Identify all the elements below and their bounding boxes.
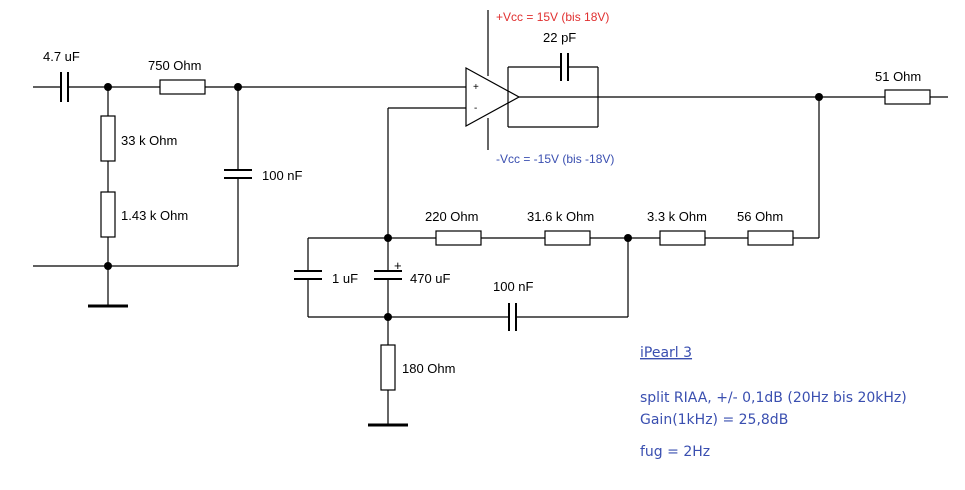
notes: iPearl 3 split RIAA, +/- 0,1dB (20Hz bis…	[640, 345, 907, 460]
label-c-22p: 22 pF	[543, 30, 576, 45]
resistor-220	[435, 230, 482, 246]
polarity-mark: +	[394, 258, 402, 273]
resistor-180	[380, 344, 396, 391]
capacitor-22p	[560, 53, 569, 81]
capacitor-input	[60, 72, 69, 102]
node	[624, 234, 632, 242]
label-c-470u: 470 uF	[410, 271, 451, 286]
resistor-3k3	[659, 230, 706, 246]
label-c-100n-input: 100 nF	[262, 168, 303, 183]
resistor-shunt-143k	[100, 191, 116, 238]
node	[234, 83, 242, 91]
resistor-shunt-33k	[100, 115, 116, 162]
label-vcc-neg: -Vcc = -15V (bis -18V)	[496, 152, 614, 166]
resistor-series	[159, 79, 206, 95]
label-vcc-pos: +Vcc = 15V (bis 18V)	[496, 10, 609, 24]
node	[104, 262, 112, 270]
label-c-1u: 1 uF	[332, 271, 358, 286]
opamp-plus-label: +	[473, 82, 479, 93]
resistor-output-51	[884, 89, 931, 105]
capacitor-100n-input	[224, 169, 252, 179]
label-r-180: 180 Ohm	[402, 361, 455, 376]
resistor-56	[747, 230, 794, 246]
notes-line-2: Gain(1kHz) = 25,8dB	[640, 412, 788, 428]
label-c-100n-feedback: 100 nF	[493, 279, 534, 294]
label-r-series: 750 Ohm	[148, 58, 201, 73]
opamp-minus-label: -	[474, 103, 477, 114]
notes-line-3: fug = 2Hz	[640, 444, 710, 460]
feedback-network: +	[294, 108, 819, 427]
node	[384, 234, 392, 242]
label-r-3k3: 3.3 k Ohm	[647, 209, 707, 224]
label-r-220: 220 Ohm	[425, 209, 478, 224]
label-r-31k6: 31.6 k Ohm	[527, 209, 594, 224]
node	[104, 83, 112, 91]
component-labels: 4.7 uF 750 Ohm 33 k Ohm 1.43 k Ohm 100 n…	[43, 10, 921, 376]
output-network	[519, 89, 948, 238]
label-r-56: 56 Ohm	[737, 209, 783, 224]
notes-line-1: split RIAA, +/- 0,1dB (20Hz bis 20kHz)	[640, 390, 907, 406]
node	[384, 313, 392, 321]
resistor-31k6	[544, 230, 591, 246]
notes-title: iPearl 3	[640, 345, 692, 361]
label-r-33k: 33 k Ohm	[121, 133, 177, 148]
capacitor-1u	[294, 270, 322, 280]
label-r-51: 51 Ohm	[875, 69, 921, 84]
opamp: + -	[388, 10, 599, 150]
label-c-input: 4.7 uF	[43, 49, 80, 64]
capacitor-100n-feedback	[508, 303, 517, 331]
label-r-143k: 1.43 k Ohm	[121, 208, 188, 223]
input-network	[33, 72, 470, 308]
